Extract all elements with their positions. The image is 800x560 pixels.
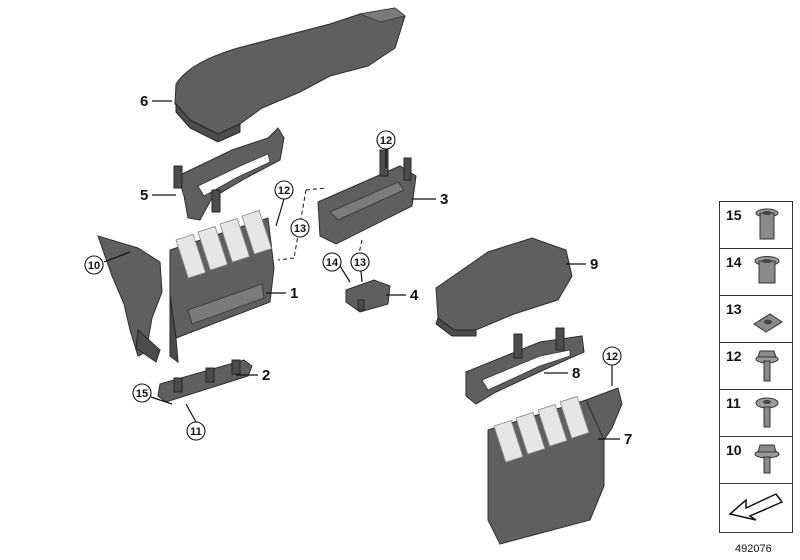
legend-item-12: 12 <box>719 342 793 389</box>
diagram-id: 492076 <box>735 543 772 555</box>
legend-number: 11 <box>726 395 741 411</box>
part-9-cover <box>435 237 573 337</box>
svg-text:14: 14 <box>326 257 339 269</box>
part-7-control-unit <box>487 387 623 545</box>
hex-flange-bolt-icon <box>754 444 780 474</box>
legend-number: 10 <box>726 442 742 458</box>
svg-text:12: 12 <box>606 351 618 363</box>
legend-item-10: 10 <box>719 436 793 483</box>
part-label-1: 1 <box>290 285 298 302</box>
svg-text:13: 13 <box>294 223 306 235</box>
part-label-9: 9 <box>590 256 598 273</box>
rivet-nut-short-icon <box>754 256 780 284</box>
callout-11: 11 <box>186 421 206 441</box>
part-label-4: 4 <box>410 287 419 304</box>
part-label-7: 7 <box>624 431 632 448</box>
svg-text:13: 13 <box>354 257 366 269</box>
part-5-bracket <box>173 127 285 221</box>
callout-14: 14 <box>322 252 342 272</box>
legend-direction-cell <box>719 483 793 533</box>
part-2-clip-rail <box>157 359 253 403</box>
part-label-3: 3 <box>440 191 448 208</box>
legend-item-11: 11 <box>719 389 793 436</box>
callout-10: 10 <box>84 255 104 275</box>
callout-12-right: 12 <box>602 346 622 366</box>
legend-item-13: 13 <box>719 295 793 342</box>
part-4-clip <box>345 279 391 313</box>
fastener-legend: 15 14 13 12 11 <box>719 201 793 533</box>
legend-number: 14 <box>726 254 742 270</box>
part-1-control-unit <box>97 209 275 364</box>
part-label-5: 5 <box>140 187 148 204</box>
callout-13-left: 13 <box>290 218 310 238</box>
callout-12-unit: 12 <box>274 180 294 200</box>
hex-flange-screw-icon <box>755 350 779 382</box>
svg-text:12: 12 <box>278 185 290 197</box>
part-8-bracket <box>465 327 585 405</box>
svg-text:11: 11 <box>190 426 202 438</box>
spring-nut-icon <box>753 313 783 333</box>
part-label-6: 6 <box>140 93 148 110</box>
torx-screw-icon <box>755 397 779 428</box>
part-number-labels: 6 5 3 1 4 2 9 8 7 <box>140 93 632 448</box>
svg-text:10: 10 <box>88 260 100 272</box>
legend-item-14: 14 <box>719 248 793 295</box>
legend-number: 12 <box>726 348 742 364</box>
part-label-2: 2 <box>262 367 270 384</box>
svg-text:12: 12 <box>380 135 392 147</box>
legend-number: 13 <box>726 301 742 317</box>
legend-item-15: 15 <box>719 201 793 248</box>
part-label-8: 8 <box>572 365 580 382</box>
callout-12-holder: 12 <box>376 130 396 150</box>
part-6-cover <box>174 7 406 143</box>
callouts: 12 12 13 10 14 13 15 11 <box>84 130 622 441</box>
direction-arrow-icon <box>728 493 784 521</box>
callout-13-right: 13 <box>350 252 370 272</box>
part-3-holder <box>317 149 417 245</box>
rivet-nut-icon <box>755 208 779 240</box>
svg-text:15: 15 <box>136 388 148 400</box>
legend-number: 15 <box>726 207 742 223</box>
callout-15: 15 <box>132 383 152 403</box>
